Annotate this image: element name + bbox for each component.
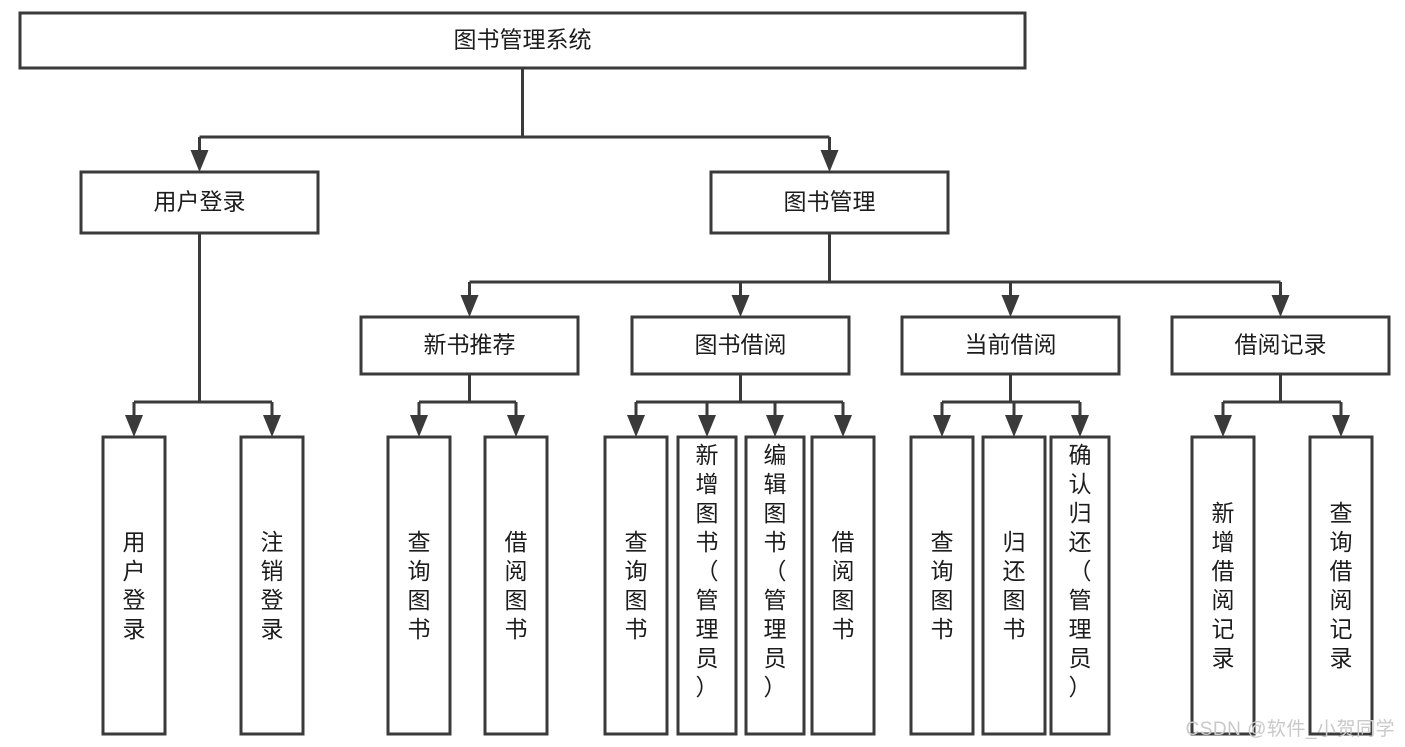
arrowhead-icon-new-book-rec bbox=[460, 295, 479, 317]
node-label-leaf-user-logout: 注销登录 bbox=[261, 529, 284, 642]
node-label-user-login: 用户登录 bbox=[154, 189, 246, 215]
node-new-book-rec[interactable]: 新书推荐 bbox=[359, 315, 580, 376]
arrowhead-icon-leaf-add-record bbox=[1214, 415, 1232, 437]
node-box-user-login bbox=[79, 170, 320, 235]
node-leaf-add-book[interactable]: 新增图书（管理员） bbox=[676, 435, 738, 736]
node-box-book-mgmt bbox=[709, 170, 950, 235]
edge-group-book-borrow bbox=[627, 374, 852, 437]
node-label-leaf-borrow-book-2: 借阅图书 bbox=[832, 529, 855, 642]
node-box-new-book-rec bbox=[359, 315, 580, 376]
arrowhead-icon-book-borrow bbox=[731, 295, 750, 317]
arrowhead-icon-leaf-add-book bbox=[698, 415, 716, 437]
node-leaf-return-book[interactable]: 归还图书 bbox=[981, 435, 1047, 736]
node-label-leaf-confirm-return: 确认归还（管理员） bbox=[1069, 442, 1092, 700]
node-label-leaf-add-book: 新增图书（管理员） bbox=[696, 442, 719, 700]
arrowhead-icon-borrow-record bbox=[1271, 295, 1290, 317]
arrowhead-icon-user-login bbox=[190, 150, 209, 172]
node-box-leaf-query-book-1 bbox=[386, 435, 452, 736]
node-box-leaf-add-book bbox=[676, 435, 738, 736]
node-label-current-borrow: 当前借阅 bbox=[965, 332, 1057, 358]
node-leaf-user-logout[interactable]: 注销登录 bbox=[239, 435, 305, 736]
arrowhead-icon-leaf-user-logout bbox=[263, 415, 281, 437]
node-label-root: 图书管理系统 bbox=[454, 27, 592, 53]
arrowhead-icon-leaf-query-record bbox=[1332, 415, 1350, 437]
node-current-borrow[interactable]: 当前借阅 bbox=[900, 315, 1121, 376]
arrowhead-icon-leaf-query-book-2 bbox=[627, 415, 645, 437]
node-label-leaf-user-login: 用户登录 bbox=[123, 529, 146, 642]
node-user-login[interactable]: 用户登录 bbox=[79, 170, 320, 235]
node-box-leaf-user-logout bbox=[239, 435, 305, 736]
edge-group-borrow-record bbox=[1214, 374, 1350, 437]
arrowhead-icon-leaf-confirm-return bbox=[1071, 415, 1089, 437]
arrowhead-icon-leaf-borrow-book-1 bbox=[507, 415, 525, 437]
node-box-root bbox=[18, 11, 1027, 70]
arrowhead-icon-leaf-borrow-book-2 bbox=[834, 415, 852, 437]
node-root[interactable]: 图书管理系统 bbox=[18, 11, 1027, 70]
node-box-leaf-borrow-book-1 bbox=[483, 435, 549, 736]
arrowhead-icon-leaf-edit-book bbox=[766, 415, 784, 437]
node-label-leaf-query-book-2: 查询图书 bbox=[625, 529, 648, 642]
node-box-leaf-query-book-3 bbox=[909, 435, 975, 736]
node-label-leaf-query-book-3: 查询图书 bbox=[931, 529, 954, 642]
node-leaf-edit-book[interactable]: 编辑图书（管理员） bbox=[744, 435, 806, 736]
node-box-leaf-query-book-2 bbox=[603, 435, 669, 736]
edge-layer bbox=[125, 68, 1350, 437]
edge-group-book-mgmt bbox=[460, 233, 1290, 317]
node-label-leaf-query-book-1: 查询图书 bbox=[408, 529, 431, 642]
node-label-book-borrow: 图书借阅 bbox=[695, 332, 787, 358]
node-book-borrow[interactable]: 图书借阅 bbox=[630, 315, 851, 376]
node-label-book-mgmt: 图书管理 bbox=[784, 189, 876, 215]
node-book-mgmt[interactable]: 图书管理 bbox=[709, 170, 950, 235]
node-label-leaf-borrow-book-1: 借阅图书 bbox=[505, 529, 528, 642]
node-leaf-add-record[interactable]: 新增借阅记录 bbox=[1190, 435, 1256, 736]
node-leaf-query-record[interactable]: 查询借阅记录 bbox=[1308, 435, 1374, 736]
node-label-leaf-return-book: 归还图书 bbox=[1003, 529, 1026, 642]
node-box-leaf-return-book bbox=[981, 435, 1047, 736]
node-leaf-confirm-return[interactable]: 确认归还（管理员） bbox=[1049, 435, 1111, 736]
node-box-borrow-record bbox=[1170, 315, 1391, 376]
node-box-current-borrow bbox=[900, 315, 1121, 376]
node-layer: 图书管理系统用户登录图书管理新书推荐图书借阅当前借阅借阅记录用户登录注销登录查询… bbox=[18, 11, 1391, 736]
arrowhead-icon-leaf-user-login bbox=[125, 415, 143, 437]
node-label-leaf-edit-book: 编辑图书（管理员） bbox=[764, 442, 787, 700]
arrowhead-icon-leaf-return-book bbox=[1005, 415, 1023, 437]
node-leaf-query-book-3[interactable]: 查询图书 bbox=[909, 435, 975, 736]
node-box-leaf-confirm-return bbox=[1049, 435, 1111, 736]
edge-group-user-login bbox=[125, 233, 281, 437]
arrowhead-icon-current-borrow bbox=[1001, 295, 1020, 317]
arrowhead-icon-leaf-query-book-3 bbox=[933, 415, 951, 437]
arrowhead-icon-book-mgmt bbox=[820, 150, 839, 172]
node-box-leaf-user-login bbox=[101, 435, 167, 736]
node-label-leaf-add-record: 新增借阅记录 bbox=[1212, 500, 1235, 671]
node-leaf-borrow-book-1[interactable]: 借阅图书 bbox=[483, 435, 549, 736]
node-box-leaf-edit-book bbox=[744, 435, 806, 736]
node-leaf-query-book-2[interactable]: 查询图书 bbox=[603, 435, 669, 736]
node-leaf-user-login[interactable]: 用户登录 bbox=[101, 435, 167, 736]
node-box-leaf-borrow-book-2 bbox=[810, 435, 876, 736]
node-label-borrow-record: 借阅记录 bbox=[1235, 332, 1327, 358]
arrowhead-icon-leaf-query-book-1 bbox=[410, 415, 428, 437]
node-borrow-record[interactable]: 借阅记录 bbox=[1170, 315, 1391, 376]
node-box-leaf-query-record bbox=[1308, 435, 1374, 736]
node-box-book-borrow bbox=[630, 315, 851, 376]
edge-group-root bbox=[190, 68, 839, 172]
node-label-leaf-query-record: 查询借阅记录 bbox=[1330, 500, 1353, 671]
node-box-leaf-add-record bbox=[1190, 435, 1256, 736]
edge-group-new-book-rec bbox=[410, 374, 525, 437]
node-label-new-book-rec: 新书推荐 bbox=[424, 332, 516, 358]
node-leaf-borrow-book-2[interactable]: 借阅图书 bbox=[810, 435, 876, 736]
edge-group-current-borrow bbox=[933, 374, 1089, 437]
node-leaf-query-book-1[interactable]: 查询图书 bbox=[386, 435, 452, 736]
